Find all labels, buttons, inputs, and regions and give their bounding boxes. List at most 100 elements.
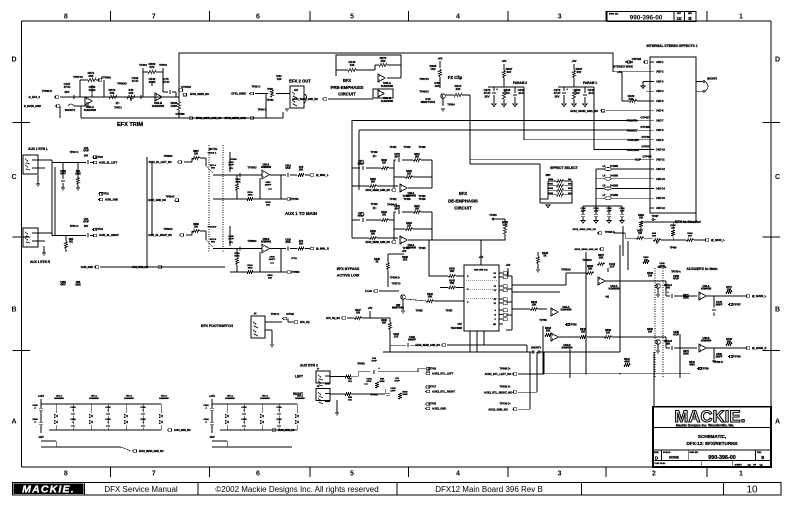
svg-text:-15V: -15V: [38, 435, 44, 439]
svg-text:100K: 100K: [379, 381, 385, 383]
svg-text:U36-B: U36-B: [383, 96, 391, 100]
svg-text:AUX1_RL_RIGHT_NO: AUX1_RL_RIGHT_NO: [148, 234, 172, 237]
svg-text:INTERNAL STEREO EFFECTS 1: INTERNAL STEREO EFFECTS 1: [646, 44, 697, 48]
svg-text:SHORTB: SHORTB: [707, 77, 717, 80]
svg-text:MACKIE.: MACKIE.: [22, 484, 75, 496]
svg-text:SHEET: SHEET: [735, 465, 743, 467]
svg-text:R649: R649: [580, 328, 587, 331]
svg-text:C365: C365: [276, 419, 282, 421]
svg-text:TP30 O: TP30 O: [271, 313, 279, 316]
svg-text:TP25: TP25: [267, 89, 273, 91]
svg-text:@_MAIN_L: @_MAIN_L: [752, 294, 766, 298]
svg-text:TP412: TP412: [389, 146, 397, 149]
svg-text:10K: 10K: [268, 277, 272, 279]
svg-text:R567: R567: [506, 67, 513, 71]
svg-text:10K: 10K: [299, 244, 304, 246]
svg-text:R541: R541: [689, 361, 695, 364]
svg-text:R606: R606: [587, 265, 594, 268]
svg-text:TP364: TP364: [447, 104, 455, 107]
svg-text:103: 103: [568, 184, 572, 186]
svg-text:47UF: 47UF: [285, 167, 291, 170]
svg-text:10K: 10K: [371, 234, 376, 236]
svg-text:Z=1000: Z=1000: [610, 176, 619, 178]
svg-text:NJM4580: NJM4580: [152, 104, 165, 108]
svg-text:CAD FILE:: CAD FILE:: [655, 462, 666, 465]
svg-text:C557: C557: [265, 182, 271, 184]
svg-text:C365: C365: [70, 419, 76, 421]
svg-text:C302: C302: [228, 162, 234, 164]
svg-text:25V: 25V: [65, 90, 70, 94]
svg-text:R146: R146: [349, 60, 356, 64]
svg-text:C365: C365: [105, 419, 111, 421]
svg-text:C519: C519: [285, 166, 291, 168]
svg-text:B: B: [11, 307, 16, 314]
svg-text:U51-C: U51-C: [227, 396, 234, 398]
svg-text:EFX2_SEND_GND_NO: EFX2_SEND_GND_NO: [365, 242, 390, 244]
svg-text:C: C: [775, 174, 780, 181]
svg-text:+6: +6: [605, 295, 609, 299]
svg-text:C365: C365: [241, 419, 247, 421]
svg-text:FLAG: FLAG: [365, 290, 372, 293]
svg-text:TP563O: TP563O: [117, 82, 127, 86]
svg-text:C270: C270: [394, 206, 400, 208]
svg-text:B_EFX_2: B_EFX_2: [29, 95, 41, 99]
svg-text:.1: .1: [107, 421, 110, 423]
svg-text:J427-12: J427-12: [656, 168, 665, 171]
svg-text:25V: 25V: [84, 155, 89, 158]
svg-text:U51-C: U51-C: [91, 396, 98, 398]
svg-text:.1: .1: [205, 407, 208, 409]
svg-text:303: 303: [415, 157, 420, 159]
svg-text:R531: R531: [548, 184, 554, 186]
svg-text:74HC4053: 74HC4053: [451, 327, 463, 330]
svg-text:AUX 1 RTN R: AUX 1 RTN R: [30, 260, 51, 264]
svg-text:1K3: 1K3: [504, 91, 510, 95]
svg-text:500: 500: [211, 241, 215, 243]
svg-text:R249: R249: [406, 170, 412, 173]
svg-text:OTP758: OTP758: [731, 356, 741, 359]
svg-text:AUX2_GND: AUX2_GND: [432, 407, 446, 411]
svg-text:5: 5: [350, 471, 354, 478]
svg-text:556: 556: [381, 59, 386, 63]
svg-text:OTP66: OTP66: [286, 313, 294, 316]
svg-text:1A33_GND_NO: 1A33_GND_NO: [278, 429, 295, 432]
svg-text:R767: R767: [235, 179, 241, 181]
svg-text:47UF: 47UF: [64, 85, 71, 89]
svg-text:OTP373: OTP373: [642, 146, 652, 149]
svg-text:J427-10: J427-10: [656, 149, 665, 152]
svg-text:R765: R765: [234, 253, 240, 255]
svg-text:U50-B: U50-B: [154, 101, 162, 105]
svg-text:47UF: 47UF: [83, 150, 89, 153]
svg-text:Z1: Z1: [494, 303, 497, 305]
svg-text:U51-C: U51-C: [56, 396, 63, 398]
svg-text:AUX 1 RTN L: AUX 1 RTN L: [28, 147, 48, 151]
svg-text:R586: R586: [193, 224, 199, 226]
svg-text:650pF: 650pF: [358, 164, 365, 166]
svg-text:C36: C36: [372, 358, 377, 360]
svg-text:C305: C305: [390, 388, 396, 390]
svg-text:25V: 25V: [229, 168, 233, 170]
svg-text:PRE-EMPHASIS: PRE-EMPHASIS: [331, 85, 364, 90]
svg-text:R239: R239: [370, 179, 376, 181]
svg-text:C368: C368: [241, 407, 247, 409]
svg-text:103: 103: [568, 179, 572, 181]
svg-text:SHT: SHT: [677, 13, 682, 15]
svg-text:U62-A: U62-A: [610, 285, 617, 288]
svg-text:D12: D12: [425, 97, 431, 101]
svg-text:100K: 100K: [75, 285, 81, 287]
svg-text:100: 100: [356, 313, 361, 315]
svg-text:R73: R73: [299, 241, 304, 243]
svg-text:OTP546: OTP546: [181, 85, 191, 89]
svg-text:C640: C640: [269, 256, 275, 259]
svg-text:103: 103: [382, 215, 387, 217]
svg-text:.1: .1: [34, 421, 37, 423]
svg-text:U62-A: U62-A: [562, 306, 569, 309]
svg-text:J427-5: J427-5: [656, 100, 664, 103]
svg-text:R734: R734: [247, 191, 253, 194]
svg-text:665: 665: [89, 74, 94, 78]
svg-text:DFX-12: EFX/RETURNS: DFX-12: EFX/RETURNS: [686, 441, 737, 446]
svg-text:C270: C270: [394, 154, 400, 156]
svg-text:NONE: NONE: [669, 456, 680, 460]
svg-text:990-396-00: 990-396-00: [708, 455, 736, 461]
svg-text:R506: R506: [504, 88, 511, 92]
svg-text:.1UF: .1UF: [518, 91, 524, 95]
